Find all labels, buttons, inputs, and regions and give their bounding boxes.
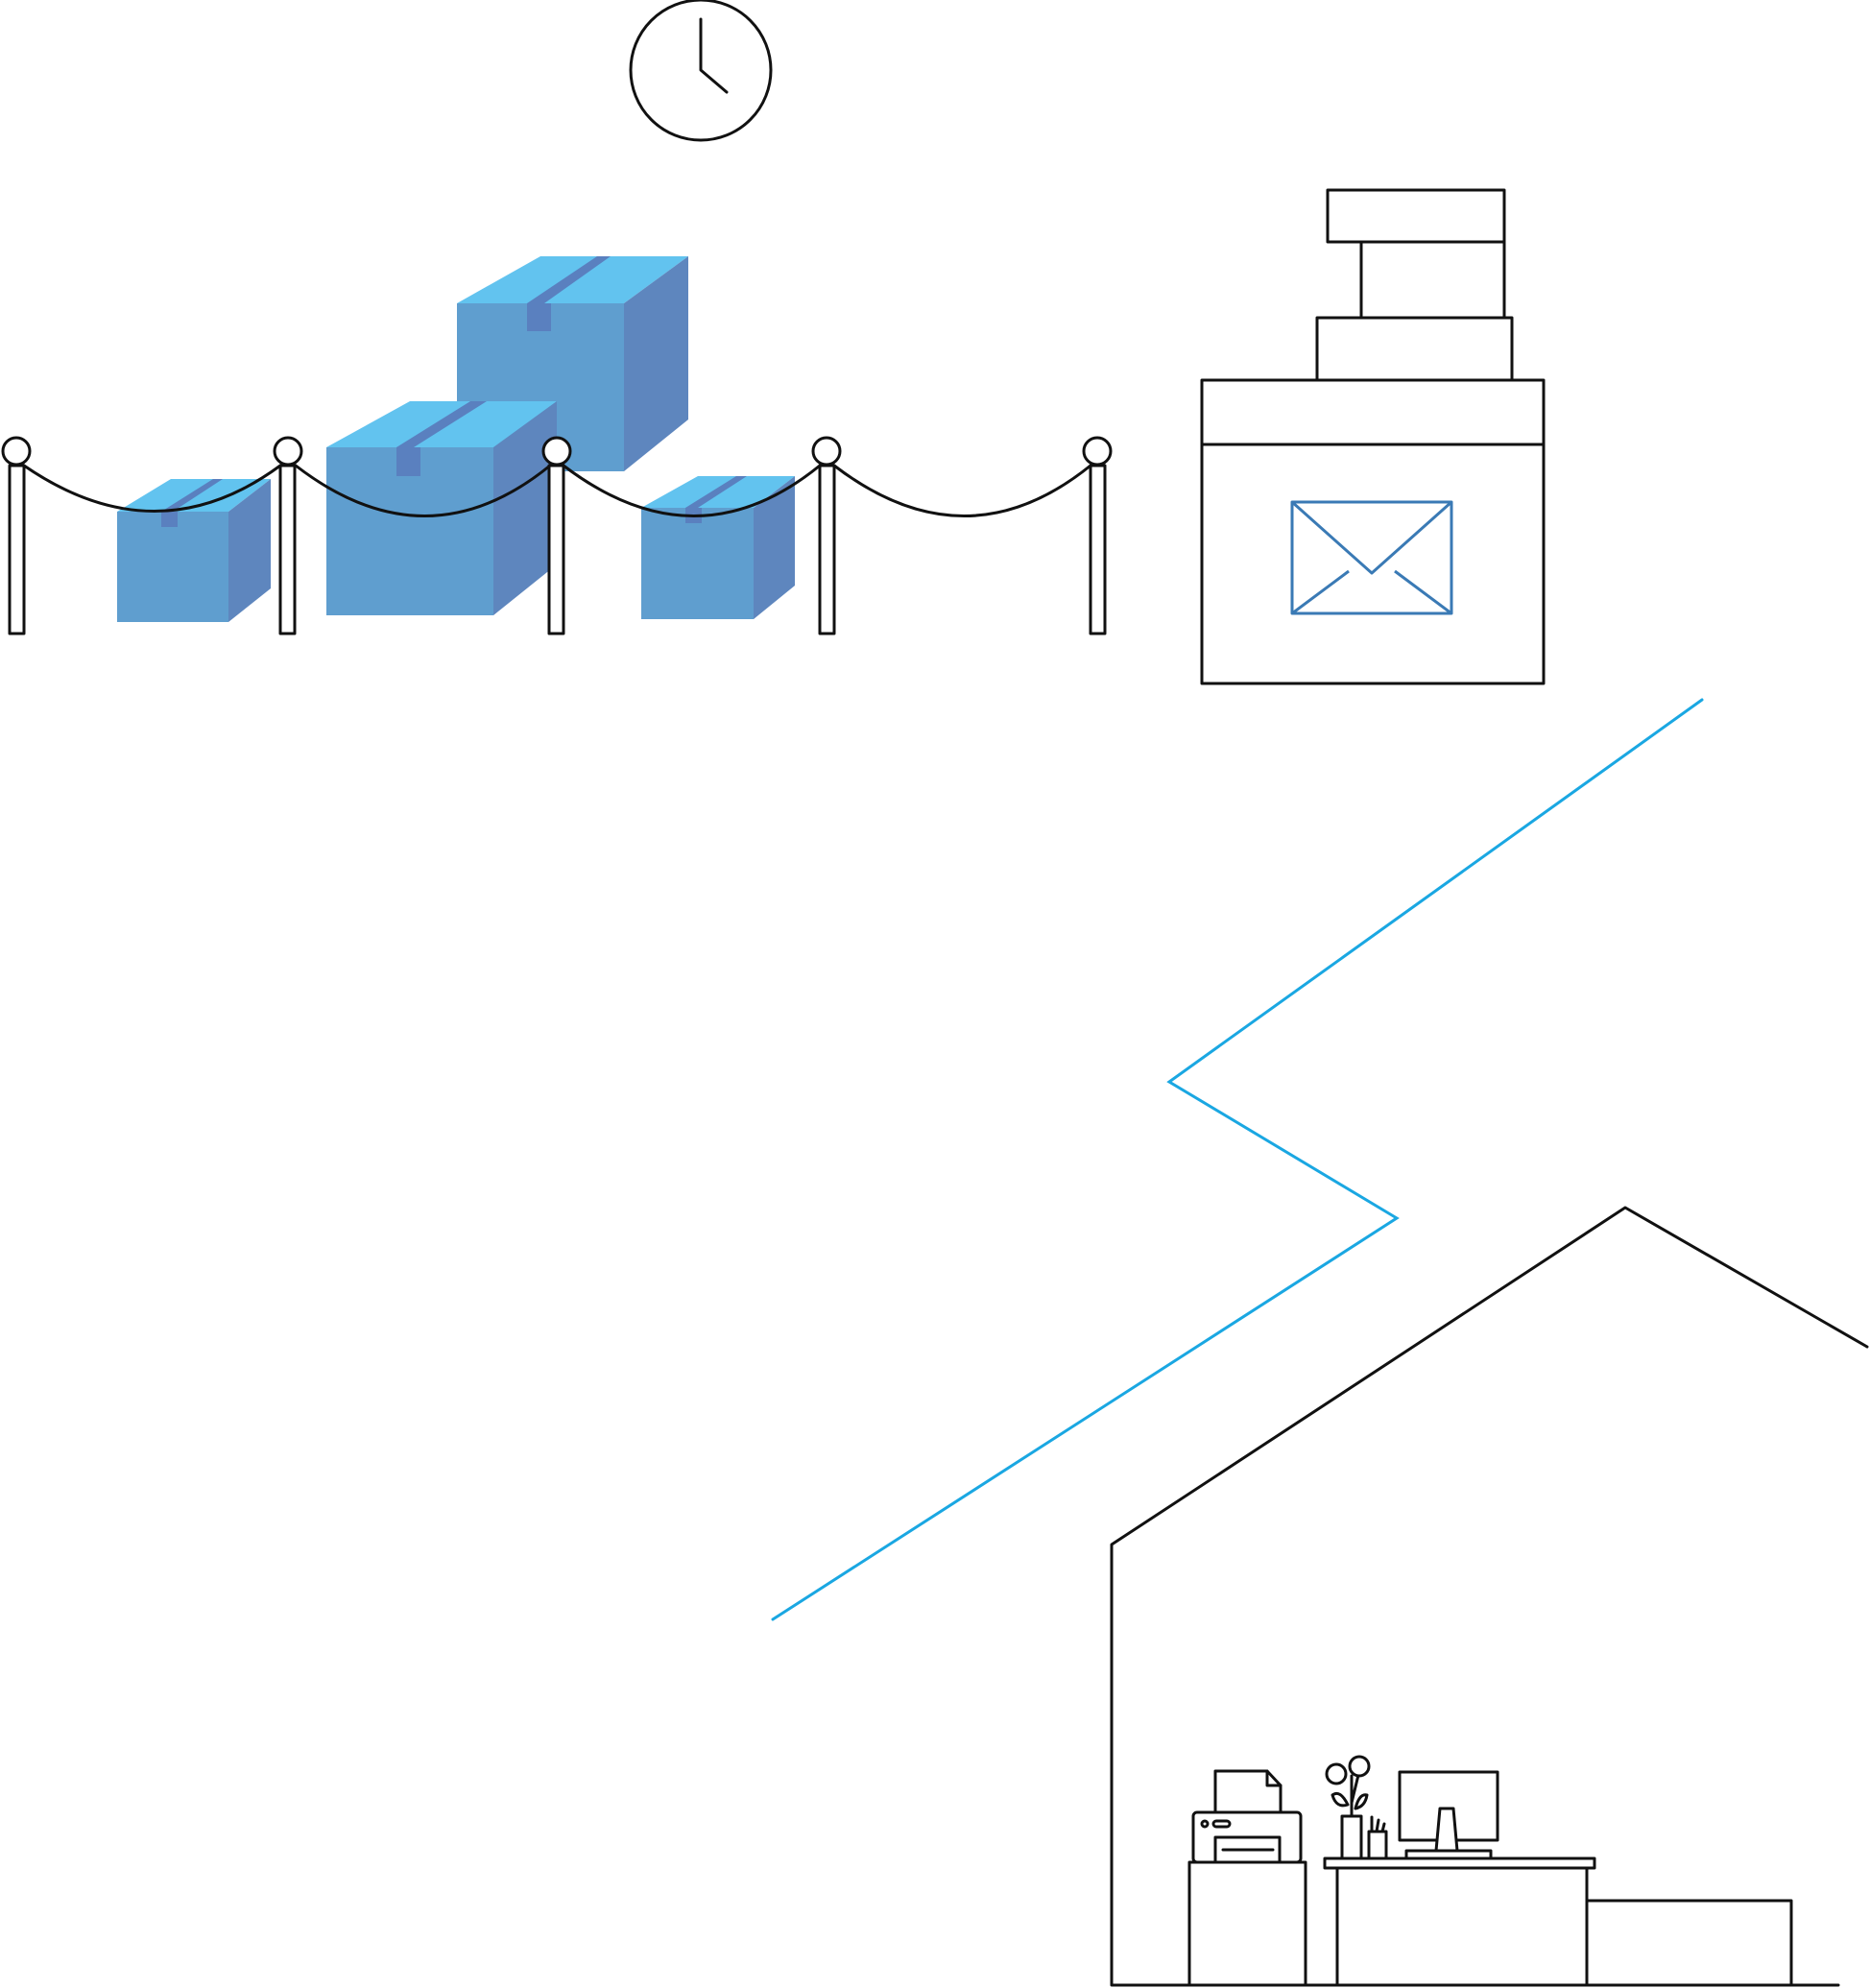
barrier-post <box>273 436 303 635</box>
printer-icon <box>1191 1769 1303 1864</box>
barrier-post <box>1082 436 1113 635</box>
printer-cabinet <box>1187 1860 1307 1987</box>
parcel-middle <box>1359 240 1506 320</box>
mailbox-body <box>1200 378 1546 685</box>
package-small-left <box>117 479 271 622</box>
desk-icon <box>1323 1856 1596 1987</box>
monitor-icon <box>1398 1770 1499 1860</box>
package-small-right <box>641 476 795 619</box>
home-office-icon <box>1187 1755 1793 1987</box>
barrier-post <box>541 436 572 635</box>
rope-barrier-icon <box>1 436 1113 635</box>
package-large-front <box>326 401 557 615</box>
parcel-bottom <box>1315 316 1514 382</box>
clock-icon <box>629 0 773 142</box>
route-path <box>771 698 1704 1621</box>
pencil-cup-icon <box>1367 1815 1388 1860</box>
barrier-post <box>1 436 32 635</box>
barrier-post <box>811 436 842 635</box>
plant-icon <box>1325 1755 1371 1860</box>
package-stack-icon <box>117 256 795 622</box>
envelope-icon <box>1290 500 1453 615</box>
parcel-top <box>1326 188 1506 244</box>
mailbox-icon <box>1200 188 1546 685</box>
side-cabinet <box>1585 1899 1793 1987</box>
